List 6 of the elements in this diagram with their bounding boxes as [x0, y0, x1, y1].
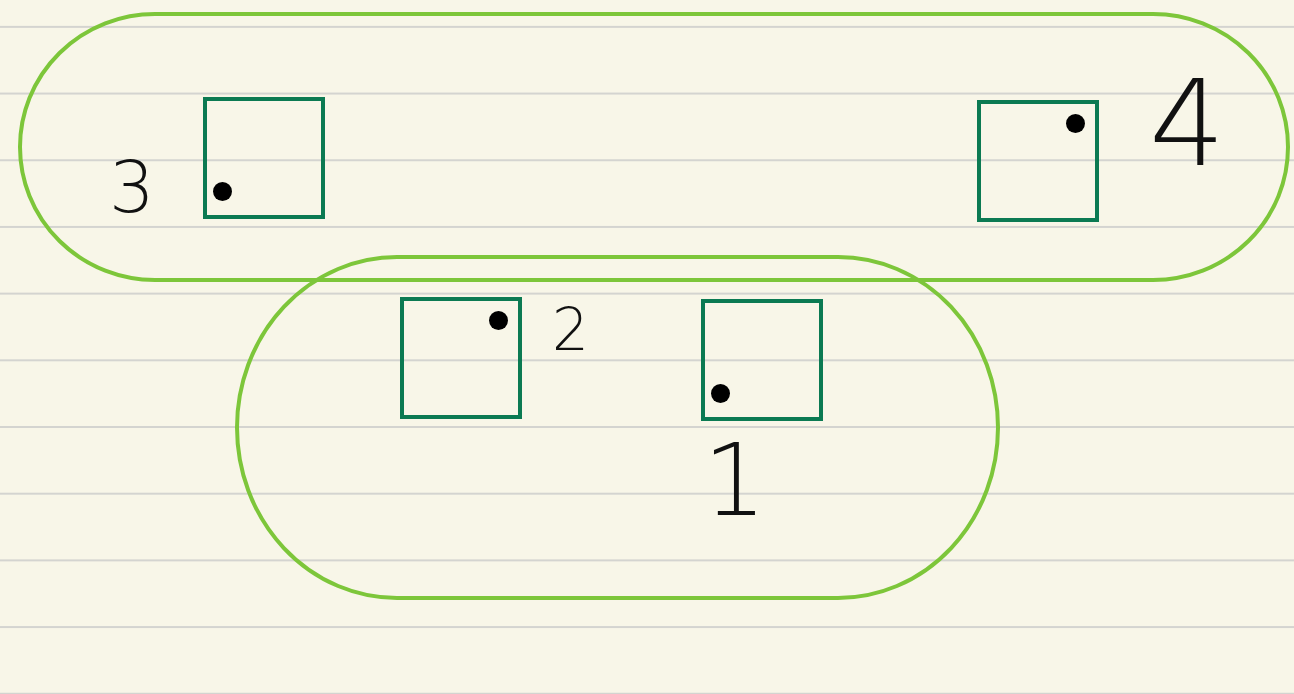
- loop-outline: [235, 255, 1000, 600]
- number-label: 1: [703, 431, 767, 531]
- number-label: 2: [552, 301, 589, 359]
- number-label: 4: [1149, 64, 1226, 184]
- loop-outline: [18, 12, 1290, 282]
- number-label: 3: [109, 151, 155, 223]
